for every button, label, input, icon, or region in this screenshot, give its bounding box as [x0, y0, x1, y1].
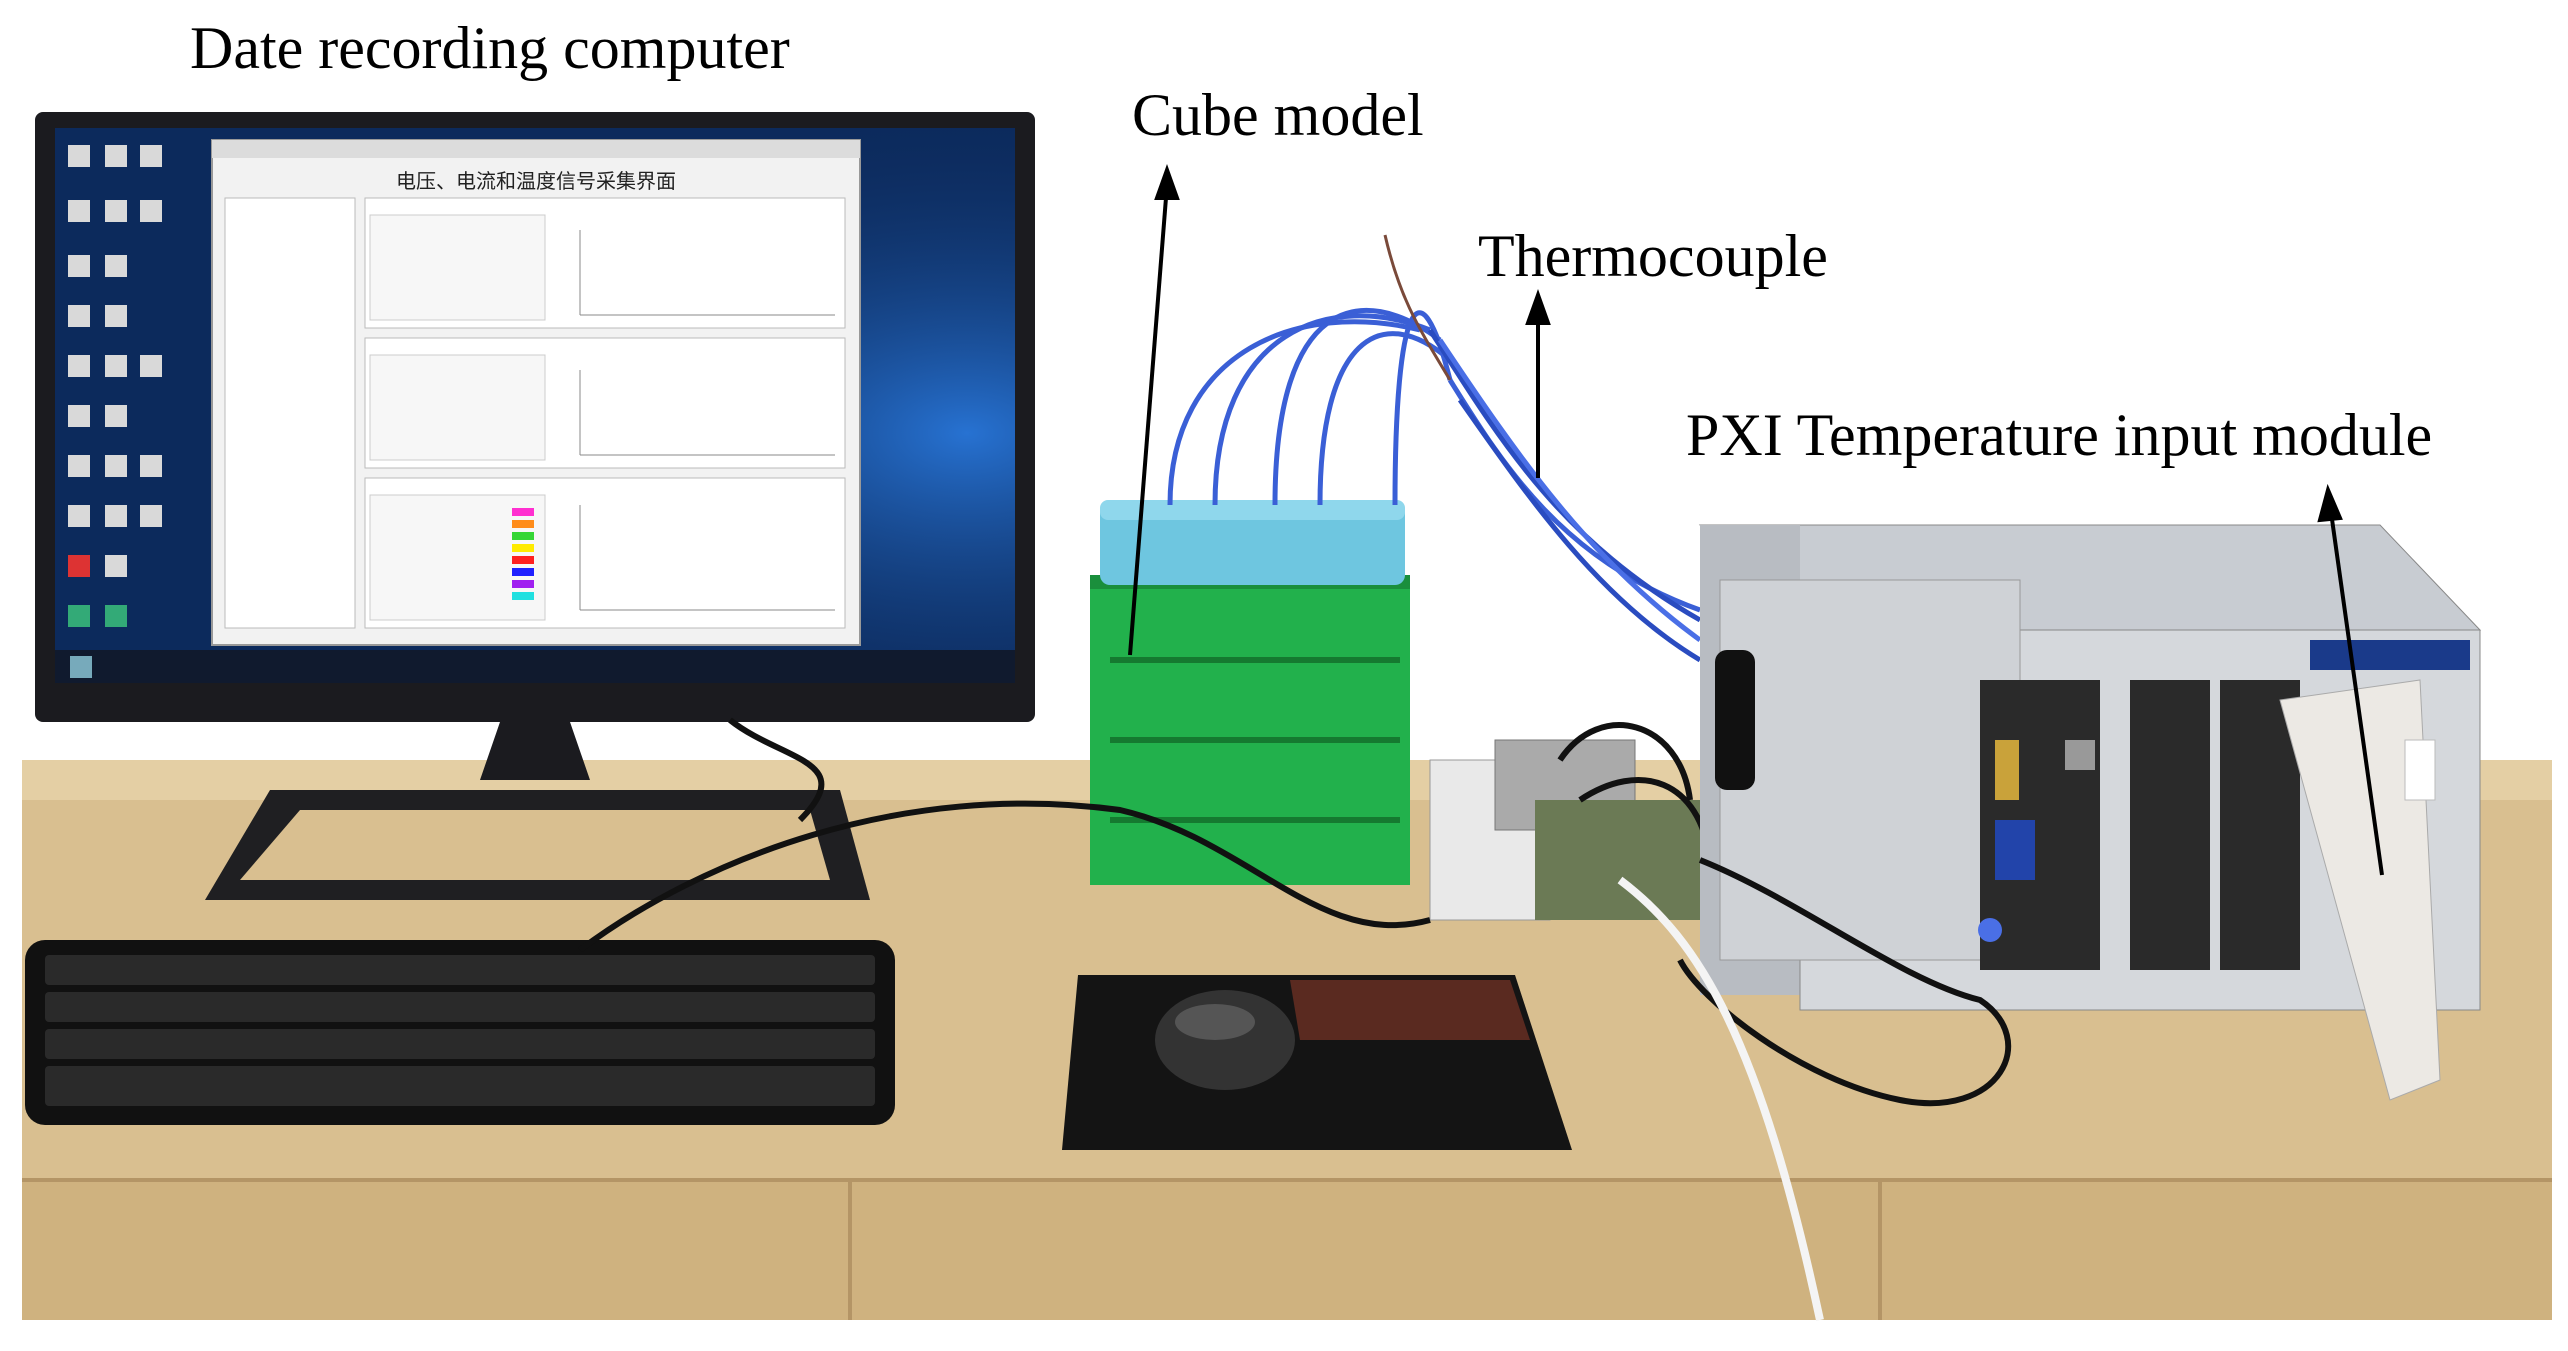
label-data-recording-computer: Date recording computer: [190, 15, 790, 81]
power-supply-module: [1429, 722, 1715, 921]
arrow-cube-model: [1128, 184, 1169, 656]
arrow-pxi-module: [2328, 504, 2384, 876]
screen-window-title: 电压、电流和温度信号采集界面: [396, 169, 676, 193]
color-legend-swatches: [512, 508, 534, 600]
label-pxi-temperature-input-module: PXI Temperature input module: [1686, 402, 2433, 468]
monitor: 电压、电流和温度信号采集界面: [35, 112, 1035, 900]
annotation-arrows: [1128, 164, 2384, 876]
pxi-temperature-input-module: [2279, 679, 2441, 1101]
label-thermocouple: Thermocouple: [1478, 223, 1828, 289]
cube-model: [1090, 500, 1410, 885]
mouse-pad: [1062, 975, 1572, 1150]
keyboard: [25, 940, 895, 1125]
label-cube-model: Cube model: [1132, 82, 1424, 148]
cables: [578, 717, 2012, 1321]
thermocouple-wires: [1167, 234, 1702, 663]
desktop-icons: [68, 145, 162, 627]
